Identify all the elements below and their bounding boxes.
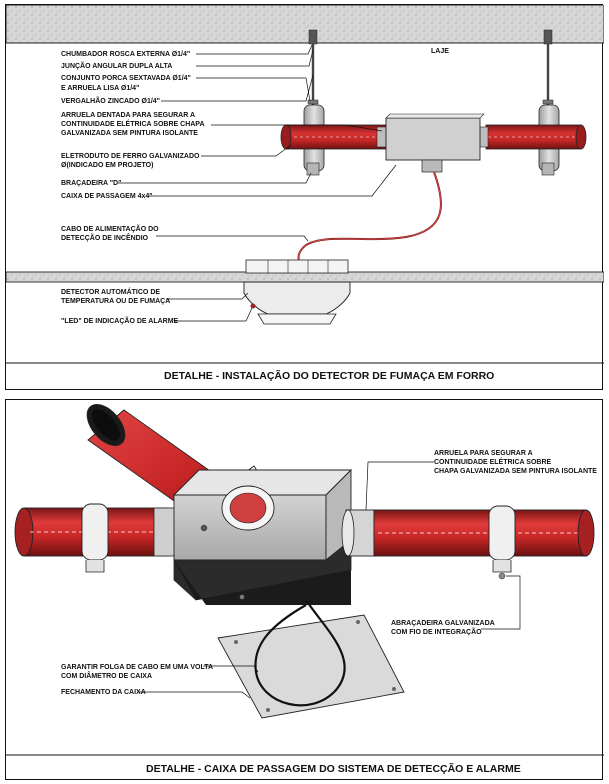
label-slack-2: COM DIÂMETRO DE CAIXA <box>61 671 152 680</box>
label-washer-1: ARRUELA DENTADA PARA SEGURAR A <box>61 112 195 119</box>
label-clamp-1: ABRAÇADEIRA GALVANIZADA <box>391 620 495 627</box>
callouts-top: CHUMBADOR ROSCA EXTERNA Ø1/4" JUNÇÃO ANG… <box>61 44 397 325</box>
label-conduit-2: Ø(INDICADO EM PROJETO) <box>61 162 153 169</box>
installation-detail-panel: LAJE CHUM <box>5 4 604 390</box>
label-detector-2: TEMPERATURA OU DE FUMAÇA <box>61 298 170 305</box>
slab-label: LAJE <box>431 48 449 55</box>
conduit-right <box>373 509 595 557</box>
label-cable-2: DETECÇÃO DE INCÊNDIO <box>61 233 149 242</box>
cable-loop <box>254 599 346 707</box>
label-slack-1: GARANTIR FOLGA DE CABO EM UMA VOLTA <box>61 664 213 671</box>
coupling-left <box>153 507 177 557</box>
label-conduit-1: ELETRODUTO DE FERRO GALVANIZADO <box>61 153 200 160</box>
clamp-left <box>81 503 109 573</box>
box-cover-plate <box>217 614 405 719</box>
false-ceiling <box>6 271 604 283</box>
label-led: "LED" DE INDICAÇÃO DE ALARME <box>61 316 179 325</box>
label-box: CAIXA DE PASSAGEM 4x4" <box>61 193 153 200</box>
label-washer-3: GALVANIZADA SEM PINTURA ISOLANTE <box>61 130 198 137</box>
label-washer-2: CONTINUIDADE ELÉTRICA SOBRE CHAPA <box>61 119 205 128</box>
label-rod: VERGALHÃO ZINCADO Ø1/4" <box>61 96 160 105</box>
hanger-left <box>303 29 325 176</box>
caption-bottom: DETALHE - CAIXA DE PASSAGEM DO SISTEMA D… <box>146 762 521 775</box>
junction-box-drawing: ARRUELA PARA SEGURAR A CONTINUIDADE ELÉT… <box>6 404 604 775</box>
smoke-detector <box>243 281 351 325</box>
label-detector-1: DETECTOR AUTOMÁTICO DE <box>61 287 160 296</box>
caption-top: DETALHE - INSTALAÇÃO DO DETECTOR DE FUMA… <box>164 369 494 382</box>
clamp-right <box>488 505 516 580</box>
label-cable-1: CABO DE ALIMENTAÇÃO DO <box>61 224 159 233</box>
label-washer-1: ARRUELA PARA SEGURAR A <box>434 450 533 457</box>
installation-detail-drawing: LAJE CHUM <box>6 5 604 382</box>
label-washer-3: CHAPA GALVANIZADA SEM PINTURA ISOLANTE <box>434 468 597 475</box>
callouts-bottom: ARRUELA PARA SEGURAR A CONTINUIDADE ELÉT… <box>61 450 597 699</box>
feed-cable <box>297 171 442 268</box>
label-anchor: CHUMBADOR ROSCA EXTERNA Ø1/4" <box>61 51 190 58</box>
label-bracket: BRAÇADEIRA "D" <box>61 180 121 187</box>
label-washer-2: CONTINUIDADE ELÉTRICA SOBRE <box>434 457 552 466</box>
label-nut-set-2: E ARRUELA LISA Ø1/4" <box>61 85 139 92</box>
hanger-right <box>538 29 560 176</box>
label-junction: JUNÇÃO ANGULAR DUPLA ALTA <box>61 61 172 70</box>
label-cover: FECHAMENTO DA CAIXA <box>61 689 146 696</box>
alarm-led <box>250 303 256 309</box>
ceiling-slab <box>6 5 604 44</box>
detector-base <box>245 259 349 274</box>
junction-box <box>376 113 489 173</box>
label-clamp-2: COM FIO DE INTEGRAÇÃO <box>391 627 482 636</box>
label-nut-set-1: CONJUNTO PORCA SEXTAVADA Ø1/4" <box>61 75 191 82</box>
junction-box-detail-panel: ARRUELA PARA SEGURAR A CONTINUIDADE ELÉT… <box>5 399 604 780</box>
coupling-right <box>341 509 379 557</box>
junction-box <box>172 468 353 605</box>
